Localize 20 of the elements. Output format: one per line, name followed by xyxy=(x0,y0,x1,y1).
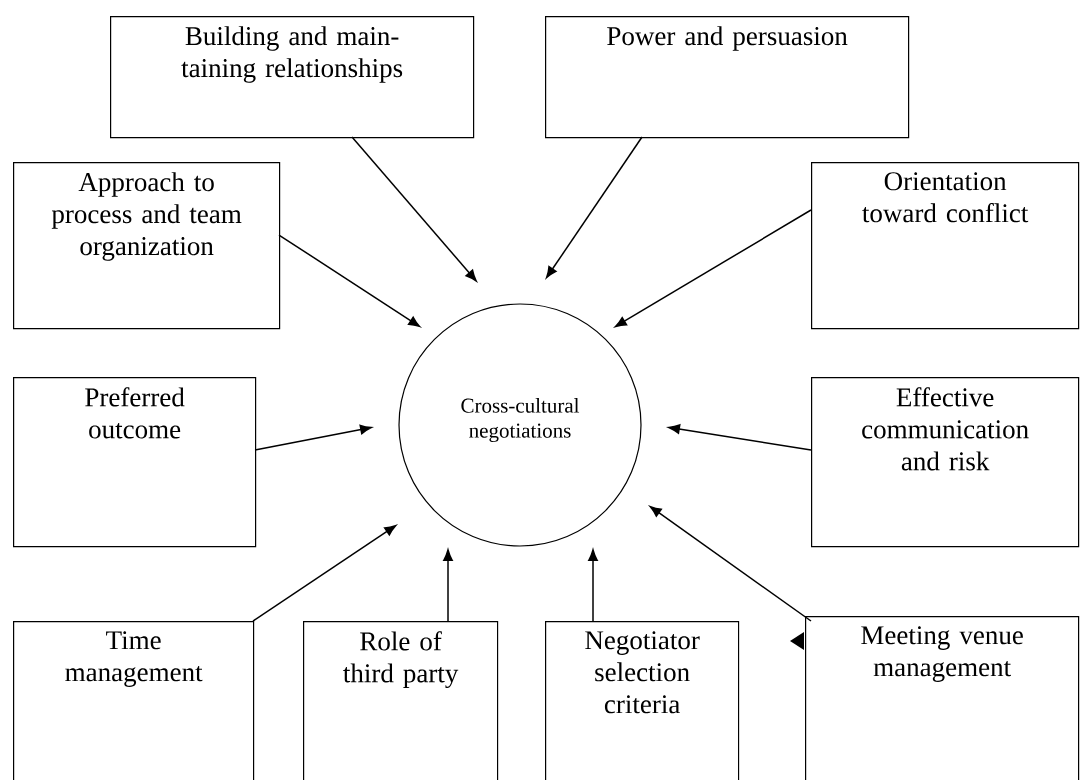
factor-box: Preferred outcome xyxy=(13,377,257,548)
arrow xyxy=(649,505,812,622)
arrow xyxy=(588,549,598,622)
factor-box: Building and main-taining relationships xyxy=(110,16,475,139)
factor-box: Power and persuasion xyxy=(545,16,910,139)
arrow xyxy=(351,136,477,282)
arrow xyxy=(668,424,812,451)
arrow xyxy=(252,524,397,622)
factor-box: Effective communication and risk xyxy=(811,377,1080,548)
factor-box: Meeting venue management xyxy=(805,616,1080,780)
arrow xyxy=(545,136,643,279)
arrow xyxy=(278,234,421,328)
arrow xyxy=(254,424,372,451)
factor-box: Negotiator selection criteria xyxy=(545,621,740,780)
factor-box: Role of third party xyxy=(303,621,499,780)
arrow xyxy=(614,209,812,328)
factor-box: Approach to process and team organization xyxy=(13,162,281,330)
factor-box: Orientation toward conflict xyxy=(811,162,1080,330)
arrow xyxy=(443,549,453,622)
factor-box: Time management xyxy=(13,621,255,780)
